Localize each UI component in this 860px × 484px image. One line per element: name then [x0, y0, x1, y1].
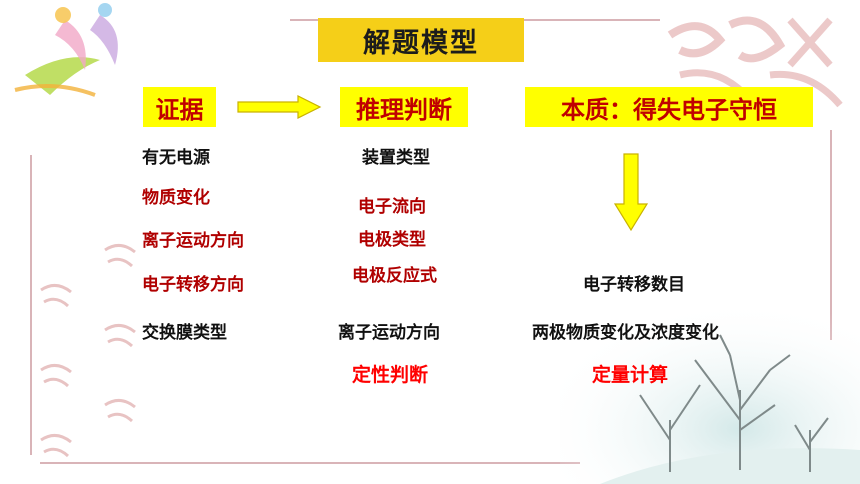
calligraphy-watermark-icon — [104, 324, 136, 348]
list-item: 物质变化 — [142, 188, 210, 208]
reasoning-header: 推理判断 — [340, 87, 468, 127]
list-item: 电子流向 — [358, 197, 426, 217]
calligraphy-watermark-icon — [40, 434, 72, 458]
down-arrow-icon — [613, 153, 649, 232]
right-arrow-icon — [237, 95, 322, 119]
list-item: 电子转移方向 — [142, 275, 244, 295]
right-border-line — [830, 130, 832, 340]
page-title: 解题模型 — [318, 18, 524, 62]
list-item: 离子运动方向 — [142, 231, 244, 251]
figure-logo-icon — [14, 3, 118, 97]
tree-landscape-icon — [560, 300, 860, 484]
list-item: 装置类型 — [362, 148, 430, 168]
calligraphy-watermark-icon — [104, 399, 136, 423]
left-border-line — [30, 155, 32, 455]
list-item: 有无电源 — [142, 148, 210, 168]
calligraphy-watermark-icon — [40, 364, 72, 388]
qualitative-judgment: 定性判断 — [352, 364, 429, 386]
essence-header: 本质：得失电子守恒 — [525, 87, 813, 127]
bottom-border-line — [40, 462, 580, 464]
calligraphy-watermark-icon — [104, 244, 136, 268]
list-item: 电极反应式 — [352, 266, 437, 286]
quantitative-calculation: 定量计算 — [592, 364, 669, 386]
evidence-header: 证据 — [143, 87, 216, 127]
calligraphy-watermark-icon — [40, 284, 72, 308]
list-item: 电子转移数目 — [583, 275, 685, 295]
list-item: 离子运动方向 — [338, 323, 440, 343]
list-item: 两极物质变化及浓度变化 — [532, 323, 719, 343]
list-item: 电极类型 — [358, 230, 426, 250]
list-item: 交换膜类型 — [142, 323, 227, 343]
